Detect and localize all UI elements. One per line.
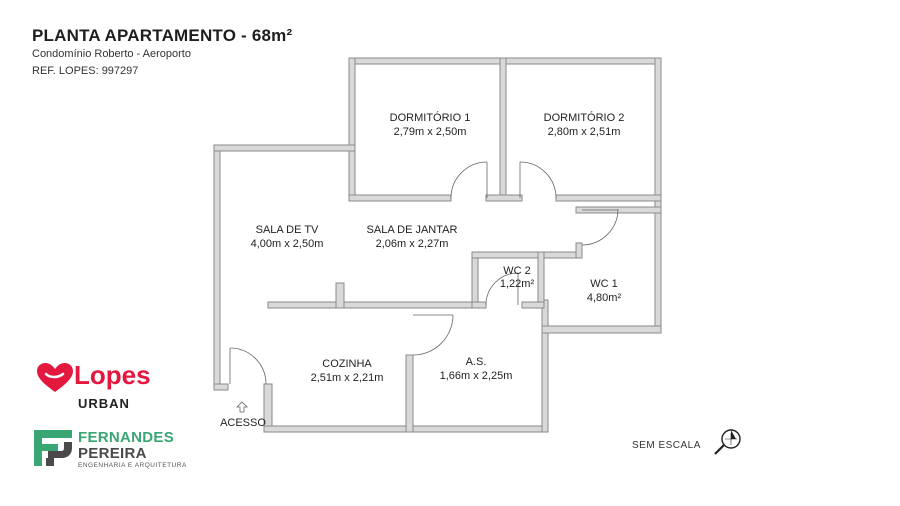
room-size: 2,51m x 2,21m <box>311 372 384 384</box>
door-dorm2 <box>519 161 557 199</box>
wall-wc2-left <box>471 251 479 309</box>
wall-dorm-door-jamb <box>485 194 523 202</box>
wall-dorm1-bottom <box>348 194 452 202</box>
room-size: 4,00m x 2,50m <box>251 238 324 250</box>
lopes-tagline: URBAN <box>78 396 130 411</box>
wall-wc1-bottom <box>541 325 662 334</box>
room-labels: DORMITÓRIO 1 2,79m x 2,50m DORMITÓRIO 2 … <box>251 111 625 384</box>
fp-line2: PEREIRA <box>78 445 147 462</box>
room-size: 1,66m x 2,25m <box>440 370 513 382</box>
fp-line1: FERNANDES <box>78 429 175 446</box>
scale-label: SEM ESCALA <box>632 440 701 451</box>
wall-dorm2-bottom <box>555 194 662 202</box>
wall-wc1-top <box>575 206 662 214</box>
wall-wc1-jamb <box>575 242 583 259</box>
room-size: 2,79m x 2,50m <box>394 126 467 138</box>
room-size: 4,80m² <box>587 292 622 304</box>
wall-entrance-left <box>213 383 229 391</box>
lopes-wordmark: Lopes <box>74 360 151 390</box>
door-entrance <box>229 347 267 385</box>
room-name: WC 2 <box>503 265 531 277</box>
room-name: SALA DE TV <box>256 224 319 236</box>
lopes-logo: Lopes URBAN <box>36 360 151 411</box>
room-name: WC 1 <box>590 278 618 290</box>
reference-code: REF. LOPES: 997297 <box>32 65 139 77</box>
room-size: 1,22m² <box>500 278 535 290</box>
room-size: 2,80m x 2,51m <box>548 126 621 138</box>
wall-dorm-divider <box>499 57 507 199</box>
room-name: DORMITÓRIO 2 <box>544 111 625 124</box>
wall-wc2-bottom-right <box>521 301 545 309</box>
wall-living-top <box>213 144 356 152</box>
wall-kitchen-as-divider <box>405 354 414 433</box>
wall-wc2-right <box>537 251 545 309</box>
doors <box>229 161 619 385</box>
fp-monogram-icon <box>34 430 72 466</box>
door-dorm1 <box>450 161 488 199</box>
wall-dorm1-left <box>348 57 356 199</box>
room-name: COZINHA <box>322 358 372 370</box>
page-subtitle: Condomínio Roberto - Aeroporto <box>32 48 191 60</box>
wall-wc2-top <box>471 251 583 259</box>
room-name: SALA DE JANTAR <box>367 224 458 236</box>
page-title: PLANTA APARTAMENTO - 68m² <box>32 26 293 45</box>
wall-living-left <box>213 144 221 391</box>
door-wc1 <box>581 208 619 246</box>
lopes-heart-icon <box>37 363 73 392</box>
wall-as-right <box>541 299 549 433</box>
wall-kitchen-top <box>267 301 479 309</box>
room-name: A.S. <box>466 356 487 368</box>
wall-wc2-bottom-left <box>471 301 487 309</box>
entrance-label: ACESSO <box>220 417 266 429</box>
door-kitchen <box>412 314 454 356</box>
wall-stub <box>335 282 345 309</box>
magnifier-scale-icon <box>714 429 741 455</box>
acesso-arrow-icon <box>236 401 248 413</box>
room-name: DORMITÓRIO 1 <box>390 111 471 124</box>
fp-line3: ENGENHARIA E ARQUITETURA <box>78 462 187 469</box>
room-size: 2,06m x 2,27m <box>376 238 449 250</box>
fernandes-pereira-logo: FERNANDES PEREIRA ENGENHARIA E ARQUITETU… <box>32 428 186 473</box>
door-wc2 <box>485 272 519 306</box>
